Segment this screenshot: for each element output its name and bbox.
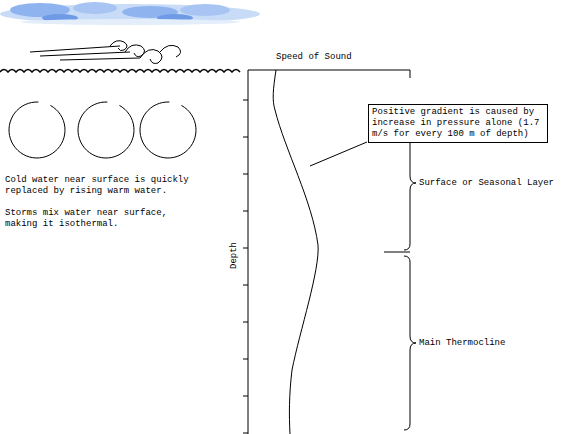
clouds xyxy=(0,2,260,25)
callout-box: Positive gradient is caused by increase … xyxy=(368,104,548,143)
brackets xyxy=(384,122,416,430)
sound-speed-curve xyxy=(273,70,318,434)
circulation-arrow xyxy=(9,102,65,158)
layer-label: Surface or Seasonal Layer xyxy=(419,178,567,189)
note-text: Cold water near surface is quickly repla… xyxy=(5,175,201,197)
circulation-arrow xyxy=(140,102,196,158)
axis-title: Depth xyxy=(229,231,240,281)
convection-circles xyxy=(9,102,196,158)
leader-line xyxy=(310,142,367,166)
circulation-arrow xyxy=(78,102,134,158)
callout-text: Positive gradient is caused by increase … xyxy=(372,107,544,140)
water-surface xyxy=(0,70,240,73)
axis-title: Speed of Sound xyxy=(276,52,396,63)
wind-symbol xyxy=(30,41,181,64)
layer-label: Main Thermocline xyxy=(419,338,559,349)
note-text: Storms mix water near surface, making it… xyxy=(5,208,201,230)
